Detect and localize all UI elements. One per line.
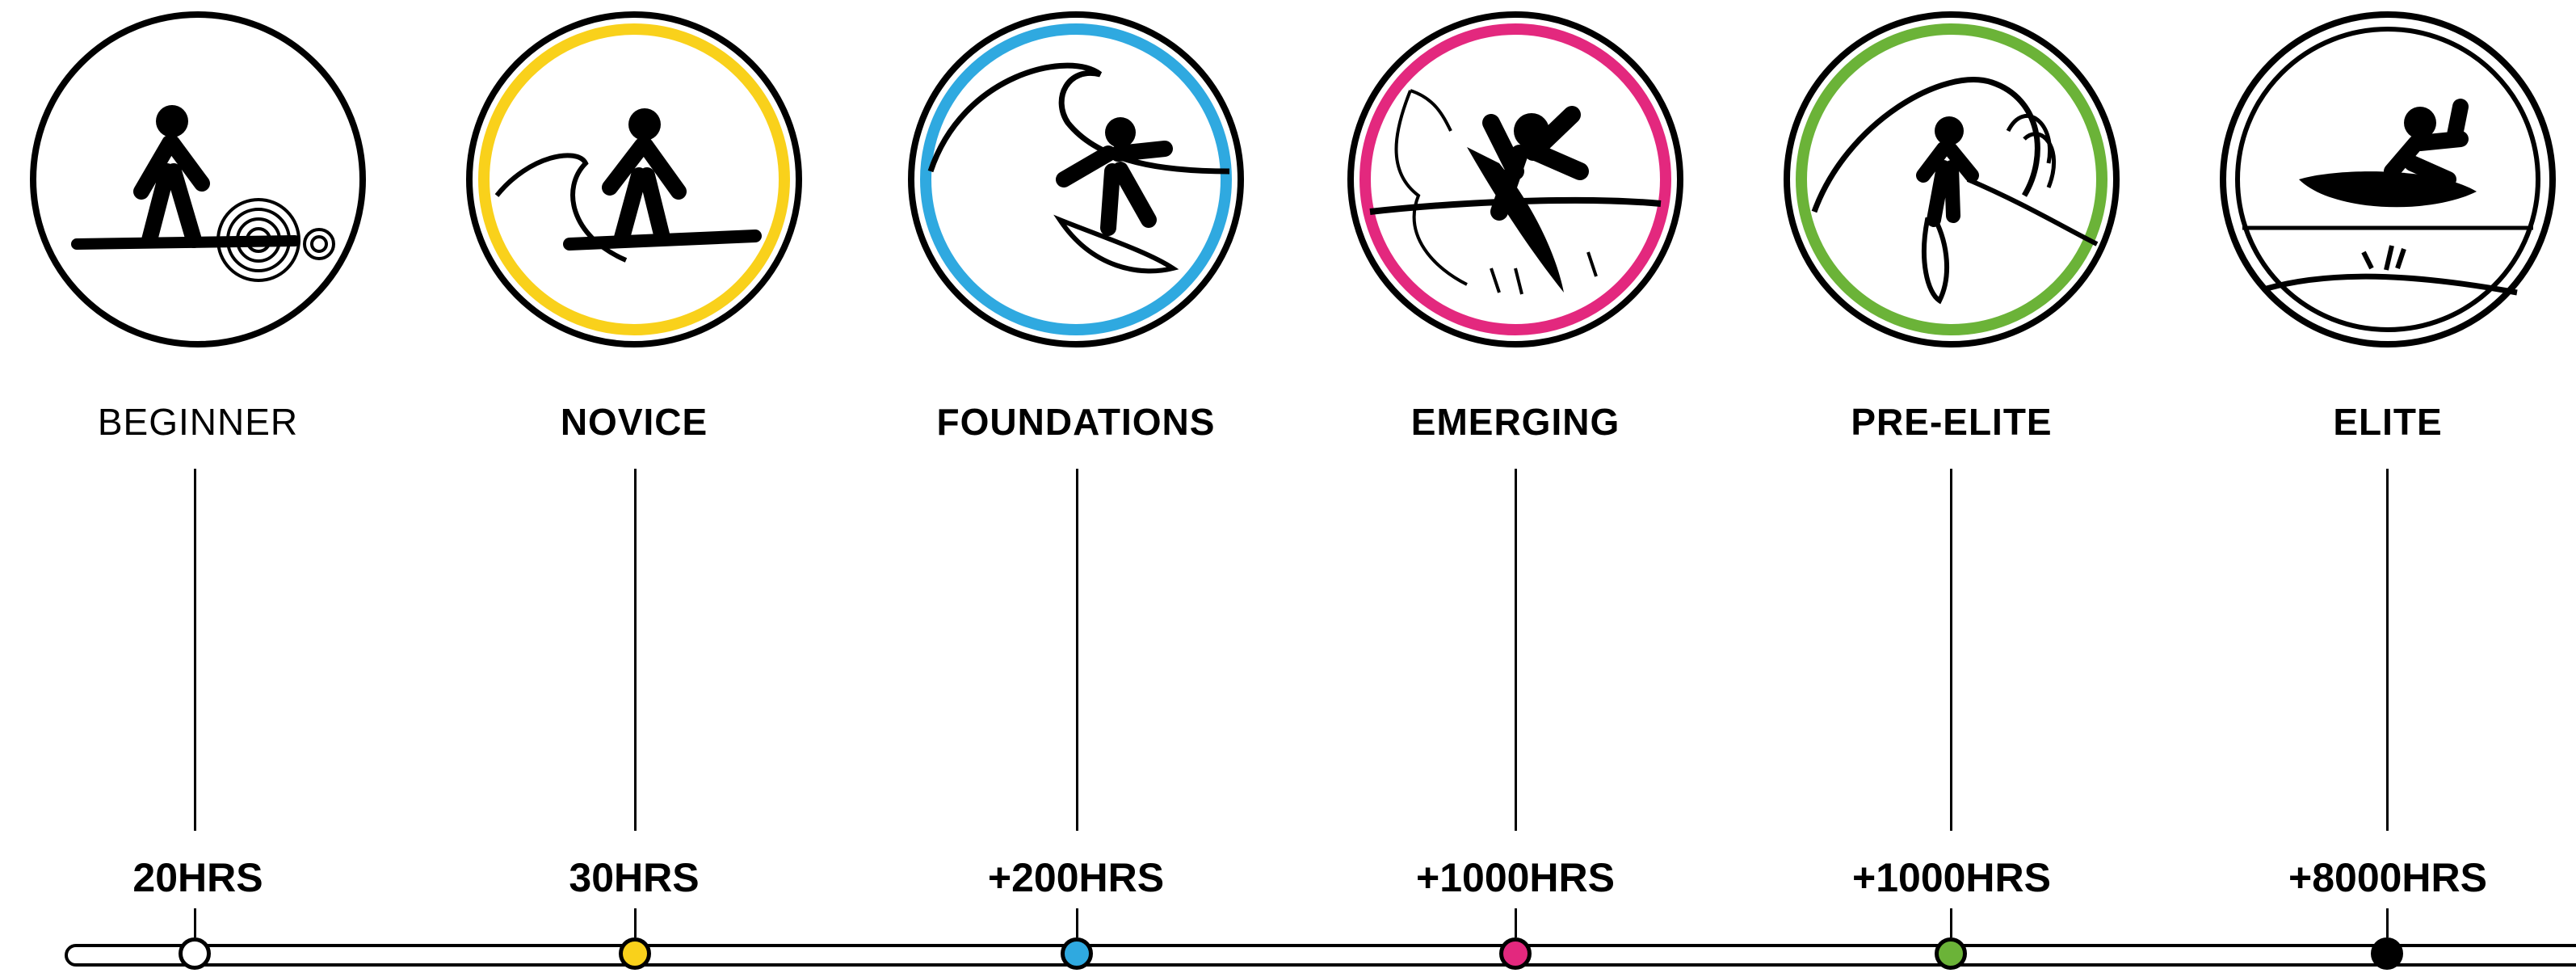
level-label: EMERGING xyxy=(1297,398,1733,446)
level-foundations: FOUNDATIONS +200HRS xyxy=(858,0,1294,973)
level-marker xyxy=(619,937,651,970)
level-beginner: BEGINNER 20HRS xyxy=(0,0,416,973)
level-pre-elite: PRE-ELITE +1000HRS xyxy=(1733,0,2170,973)
level-marker xyxy=(1499,937,1532,970)
hours-label: +1000HRS xyxy=(1733,852,2170,904)
level-label: FOUNDATIONS xyxy=(858,398,1294,446)
level-marker xyxy=(1061,937,1093,970)
level-stem xyxy=(1076,469,1078,831)
pre-elite-surfer-icon xyxy=(1782,10,2121,349)
hours-label: +8000HRS xyxy=(2170,852,2576,904)
level-emerging: EMERGING +1000HRS xyxy=(1297,0,1733,973)
level-elite: ELITE +8000HRS xyxy=(2170,0,2576,973)
novice-surfer-icon xyxy=(464,10,804,349)
hours-label: 30HRS xyxy=(416,852,852,904)
foundations-surfer-icon xyxy=(906,10,1246,349)
level-tick xyxy=(634,908,637,937)
beginner-surfer-icon xyxy=(28,10,368,349)
level-stem xyxy=(634,469,637,831)
level-tick xyxy=(194,908,196,937)
level-marker xyxy=(1935,937,1967,970)
hours-label: +200HRS xyxy=(858,852,1294,904)
level-novice: NOVICE 30HRS xyxy=(416,0,852,973)
level-marker xyxy=(2371,937,2403,970)
level-tick xyxy=(2386,908,2389,937)
level-tick xyxy=(1515,908,1517,937)
level-stem xyxy=(194,469,196,831)
level-stem xyxy=(2386,469,2389,831)
hours-label: 20HRS xyxy=(0,852,416,904)
level-label: BEGINNER xyxy=(0,398,416,446)
hours-label: +1000HRS xyxy=(1297,852,1733,904)
level-tick xyxy=(1950,908,1952,937)
elite-surfer-icon xyxy=(2218,10,2557,349)
level-label: PRE-ELITE xyxy=(1733,398,2170,446)
level-stem xyxy=(1950,469,1952,831)
emerging-surfer-icon xyxy=(1346,10,1685,349)
level-stem xyxy=(1515,469,1517,831)
level-marker xyxy=(179,937,211,970)
level-tick xyxy=(1076,908,1078,937)
level-label: NOVICE xyxy=(416,398,852,446)
level-label: ELITE xyxy=(2170,398,2576,446)
